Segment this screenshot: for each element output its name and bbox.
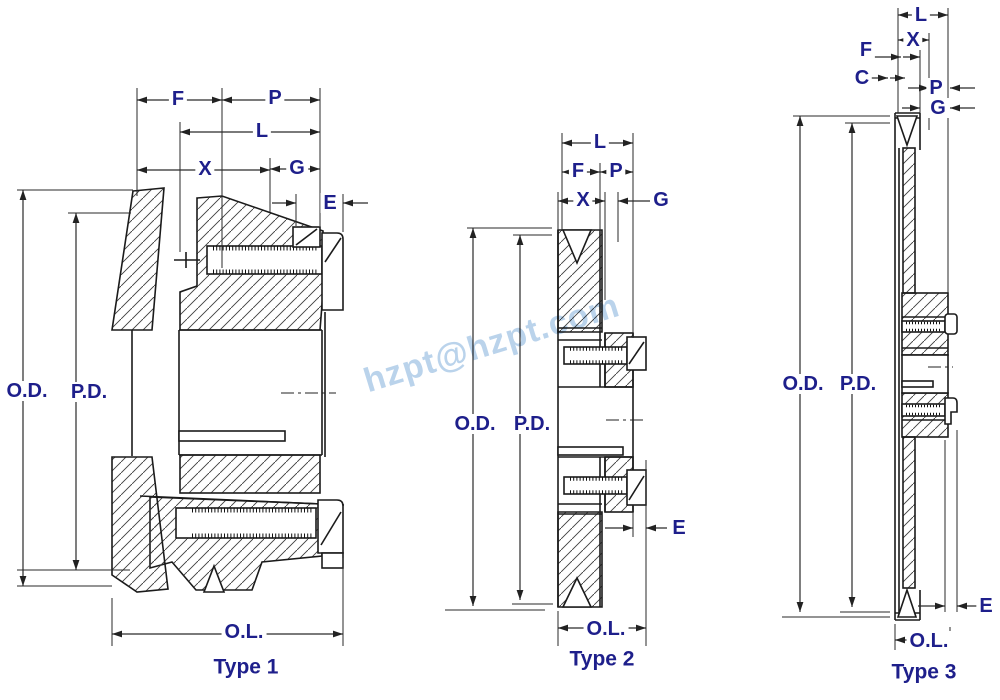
type1-keyway xyxy=(178,430,286,442)
type3-lower-bolt-head xyxy=(944,397,958,425)
type1-lower-bolt-shank xyxy=(175,507,317,539)
type3-dim-c: C xyxy=(851,68,873,88)
type3-web-upper xyxy=(902,147,916,294)
type3-dim-e: E xyxy=(976,596,996,616)
type3-dimensions xyxy=(782,8,978,650)
type1-dim-pd: P.D. xyxy=(67,382,111,402)
type3-lower-bolt-shank xyxy=(901,403,946,417)
type3-keyway xyxy=(901,380,934,388)
type3-dim-g: G xyxy=(927,98,949,118)
type3-dim-p: P xyxy=(926,78,946,98)
type2-drawing xyxy=(557,229,647,608)
type1-drawing xyxy=(111,187,345,593)
type2-dim-p: P xyxy=(606,161,626,181)
type1-dim-p: P xyxy=(265,88,285,108)
type2-dim-e: E xyxy=(669,518,689,538)
type2-upper-groove-notch xyxy=(561,229,593,266)
type1-dim-f: F xyxy=(168,89,188,109)
type1-caption: Type 1 xyxy=(213,655,279,679)
type3-dim-f: F xyxy=(856,40,876,60)
type3-caption: Type 3 xyxy=(891,660,957,684)
type1-dim-od: O.D. xyxy=(3,381,51,401)
type1-extension-lines xyxy=(17,88,344,646)
type1-lower-flange xyxy=(111,456,169,593)
type3-upper-bolt-head xyxy=(944,313,958,335)
type3-dim-ol: O.L. xyxy=(906,631,952,651)
type1-lower-hub-band xyxy=(179,454,321,494)
type1-upper-bolt-head xyxy=(321,232,344,311)
type3-drawing xyxy=(894,112,958,621)
type1-center-mark xyxy=(174,252,200,268)
type3-dim-pd: P.D. xyxy=(836,374,880,394)
type2-dim-od: O.D. xyxy=(451,414,499,434)
type1-dim-e: E xyxy=(320,193,340,213)
type1-dim-x: X xyxy=(195,159,215,179)
type3-dim-l: L xyxy=(911,5,931,25)
type1-dim-l: L xyxy=(252,121,272,141)
type3-upper-bolt-shank xyxy=(901,320,946,333)
type3-lower-groove-notch xyxy=(896,587,918,618)
type2-keyway xyxy=(557,446,624,456)
type2-lower-groove-notch xyxy=(561,576,593,608)
type2-caption: Type 2 xyxy=(569,647,635,671)
type1-lower-groove-notch xyxy=(202,563,226,593)
type2-extension-lines xyxy=(445,133,647,646)
type2-dim-x: X xyxy=(573,190,593,210)
type3-upper-groove-notch xyxy=(895,115,919,148)
type3-dim-x: X xyxy=(903,30,923,50)
type2-dim-ol: O.L. xyxy=(583,619,629,639)
type2-dim-f: F xyxy=(568,161,588,181)
type1-dim-ol: O.L. xyxy=(221,622,267,642)
type3-web-lower xyxy=(902,436,916,589)
type3-dim-od: O.D. xyxy=(779,374,827,394)
type1-upper-flange xyxy=(111,187,165,331)
type2-dim-g: G xyxy=(650,190,672,210)
type2-dim-l: L xyxy=(590,132,610,152)
type1-dim-g: G xyxy=(286,158,308,178)
type2-dim-pd: P.D. xyxy=(510,414,554,434)
